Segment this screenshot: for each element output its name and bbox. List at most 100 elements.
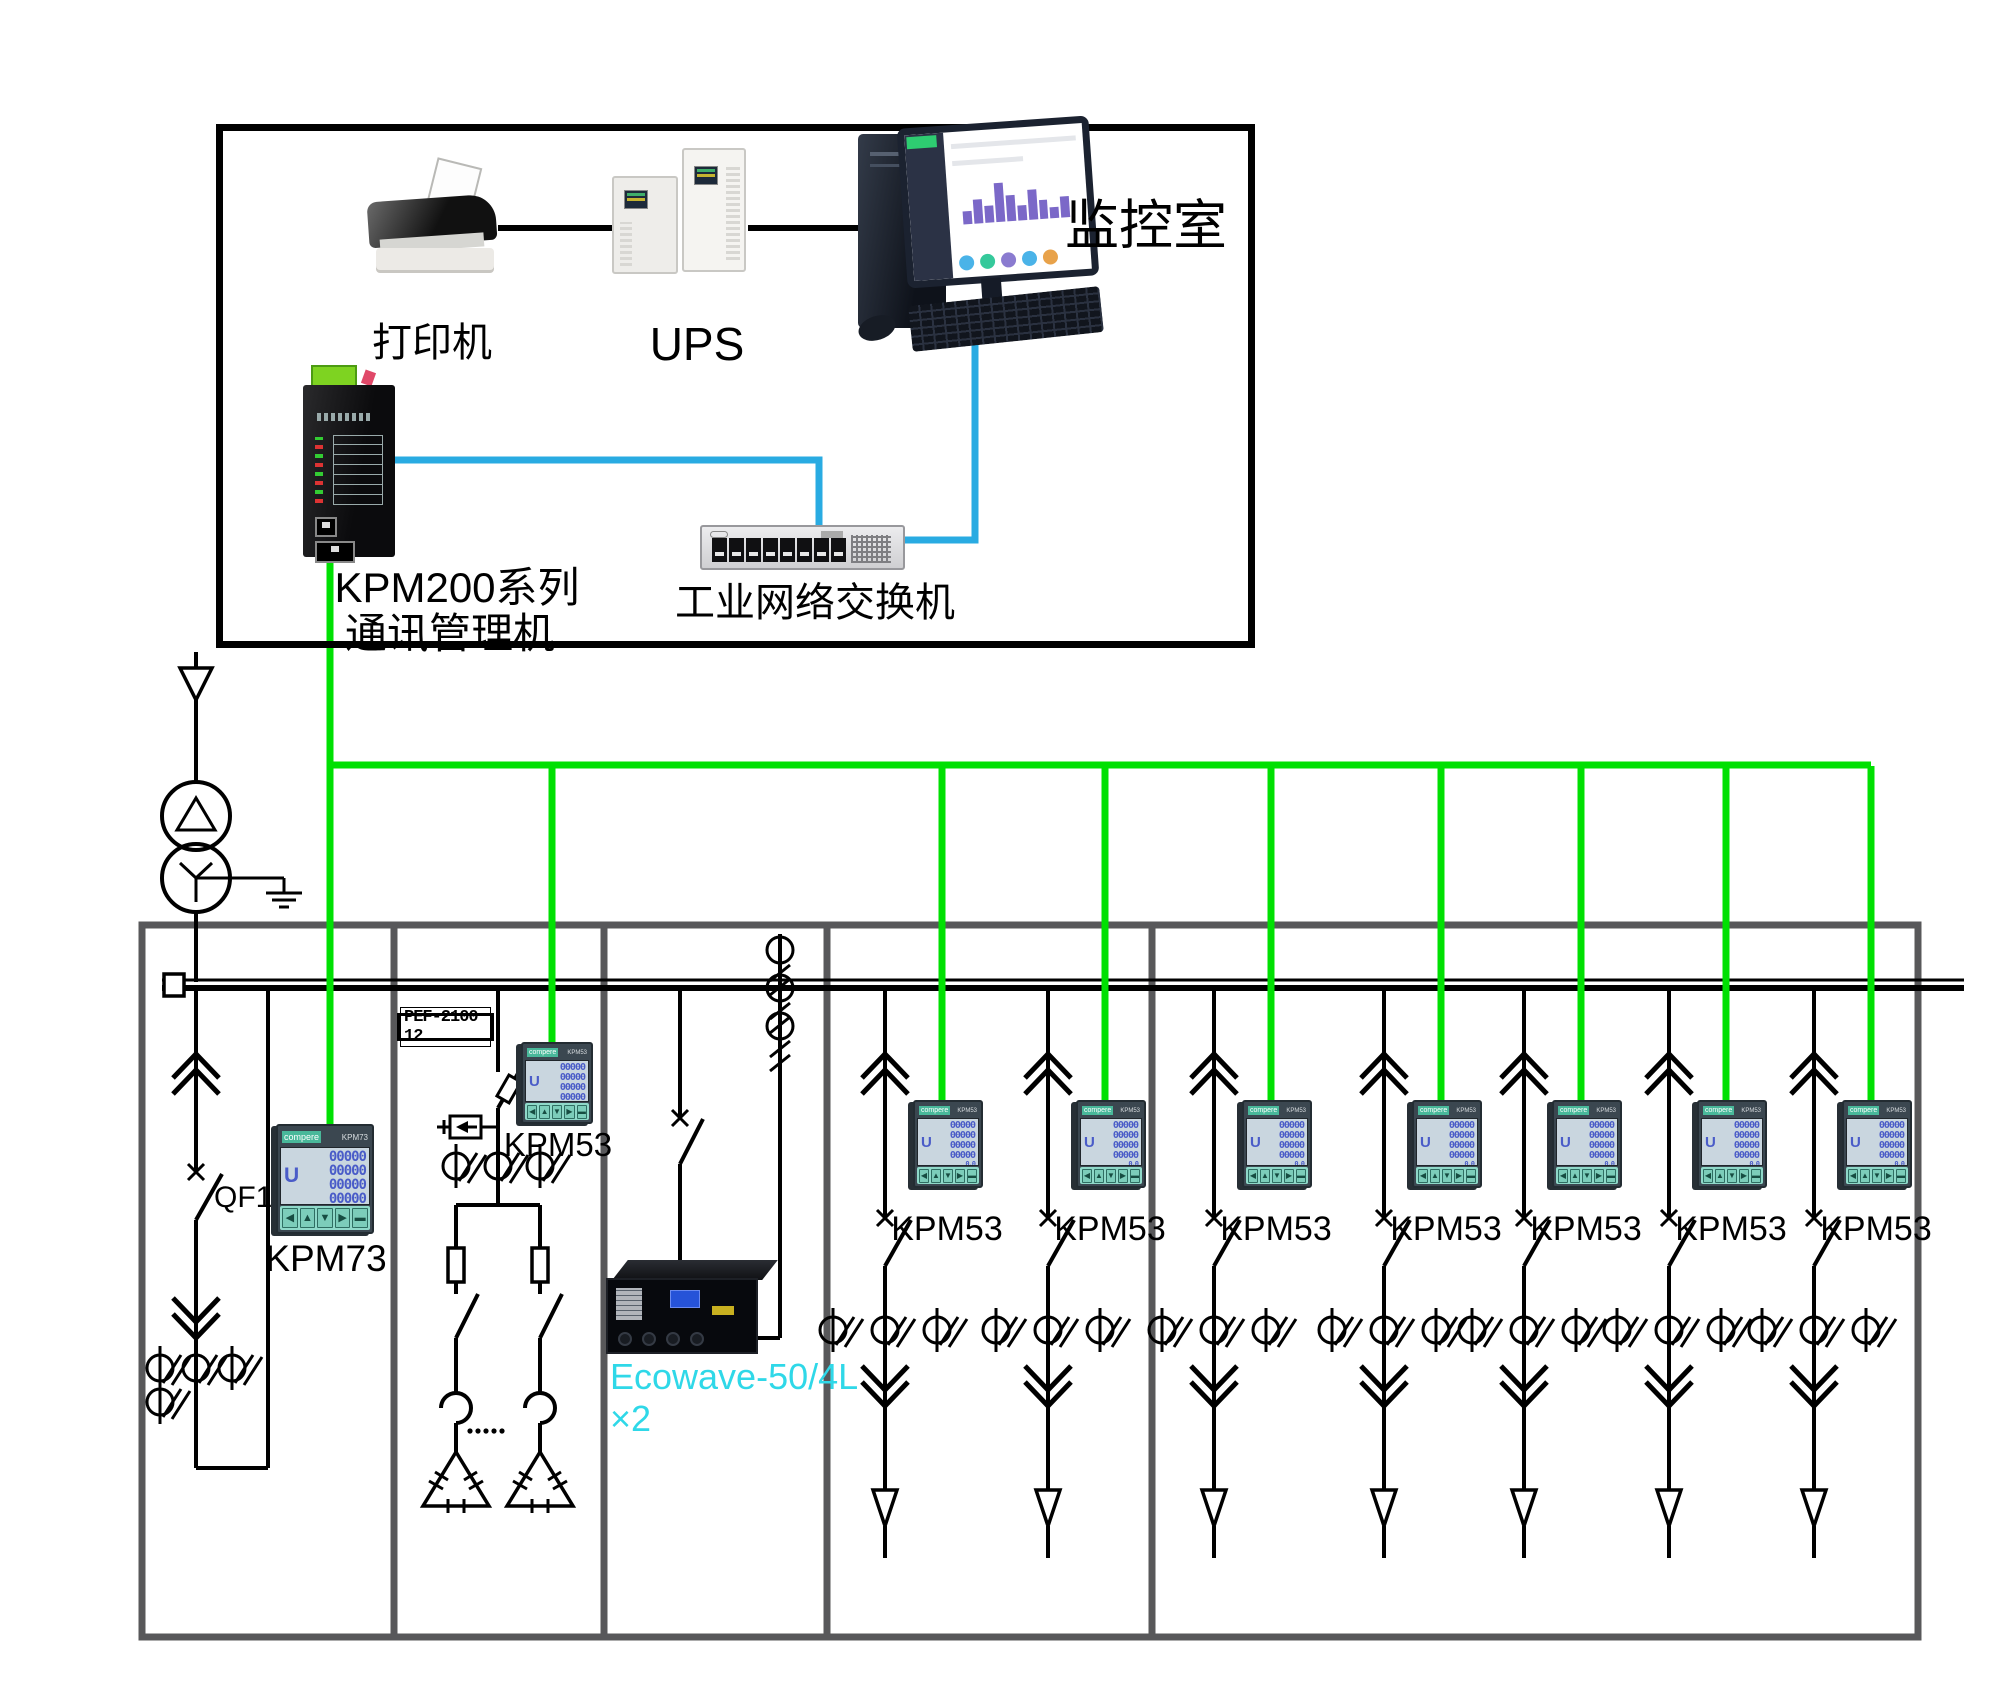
meter-buttons: ◀▲▼▶▬ <box>525 1103 589 1120</box>
meter-buttons: ◀▲▼▶▬ <box>917 1167 979 1184</box>
switch-logo <box>710 531 728 538</box>
meter-button: ▶ <box>1739 1168 1749 1183</box>
meter-brand: compere <box>1558 1106 1590 1115</box>
meter-buttons: ◀▲▼▶▬ <box>1080 1167 1142 1184</box>
meter-button: ▲ <box>1860 1168 1870 1183</box>
meter-buttons: ◀▲▼▶▬ <box>1556 1167 1618 1184</box>
meter-brand: compere <box>1703 1106 1735 1115</box>
meter-button: ▬ <box>1296 1168 1306 1183</box>
meter-button: ▬ <box>1466 1168 1476 1183</box>
ecowave-screen <box>670 1290 700 1308</box>
meter-header: compere KPM53 <box>1416 1104 1478 1117</box>
ups-image <box>612 148 752 280</box>
meter-button: ▬ <box>1751 1168 1761 1183</box>
kpm73-label: KPM73 <box>265 1238 387 1279</box>
meter-button: ▬ <box>1130 1168 1140 1183</box>
meter-button: ▶ <box>1284 1168 1294 1183</box>
ups-tower-small <box>612 176 678 274</box>
meter-volt-symbol: U <box>1705 1133 1716 1151</box>
kpm73-meter: compereKPM73U000000000000000000000.0◀▲▼▶… <box>276 1124 374 1234</box>
meter-volt-symbol: U <box>529 1072 540 1090</box>
meter-brand: compere <box>1082 1106 1114 1115</box>
meter-buttons: ◀▲▼▶▬ <box>1416 1167 1478 1184</box>
meter-sub-digits: 0.0 <box>1604 1160 1615 1166</box>
meter-brand: compere <box>919 1106 951 1115</box>
meter-button: ◀ <box>1082 1168 1092 1183</box>
feeder-2-meter-label: KPM53 <box>1054 1210 1166 1248</box>
meter-button: ▼ <box>1872 1168 1882 1183</box>
meter-button: ▼ <box>1106 1168 1116 1183</box>
meter-buttons: ◀▲▼▶▬ <box>280 1206 370 1230</box>
feeder-7-meter-label: KPM53 <box>1820 1210 1932 1248</box>
meter-button: ▲ <box>1094 1168 1104 1183</box>
meter-button: ▬ <box>1606 1168 1616 1183</box>
ecowave-label-line2: ×2 <box>610 1398 652 1439</box>
printer-image <box>366 157 504 274</box>
ups-tower-large <box>682 148 746 272</box>
meter-button: ▼ <box>551 1104 563 1119</box>
meter-button: ▶ <box>1594 1168 1604 1183</box>
meter-button: ▶ <box>1454 1168 1464 1183</box>
meter-header: compere KPM53 <box>1080 1104 1142 1117</box>
transformer-symbol <box>160 652 302 982</box>
feeder-4-meter-label: KPM53 <box>1390 1210 1502 1248</box>
feeder-6-meter-label: KPM53 <box>1675 1210 1787 1248</box>
feeder-5-meter-label: KPM53 <box>1530 1210 1642 1248</box>
gateway-dual-port <box>315 541 355 563</box>
meter-button: ◀ <box>527 1104 538 1119</box>
incoming-bay-linework <box>145 991 270 1470</box>
ups-label: UPS <box>649 318 745 370</box>
meter-button: ▶ <box>1884 1168 1894 1183</box>
meter-button: ◀ <box>1418 1168 1428 1183</box>
meter-brand: compere <box>527 1048 559 1057</box>
ecowave-filter-image <box>606 1260 778 1354</box>
workstation-image <box>852 115 1108 352</box>
meter-button: ▶ <box>955 1168 965 1183</box>
meter-brand: compere <box>1418 1106 1450 1115</box>
meter-model: KPM53 <box>1596 1107 1616 1114</box>
meter-button: ▼ <box>1727 1168 1737 1183</box>
meter-model: KPM53 <box>1120 1107 1140 1114</box>
filter-bay-linework <box>670 934 795 1340</box>
meter-button: ▲ <box>299 1208 316 1228</box>
gateway-label-table <box>333 435 383 505</box>
meter-header: compere KPM53 <box>525 1046 589 1059</box>
meter-sub-digits: 0.0 <box>1294 1160 1305 1166</box>
meter-model: KPM73 <box>341 1132 368 1142</box>
meter-model: KPM53 <box>957 1107 977 1114</box>
switchgear-cabinets <box>138 921 1922 1641</box>
meter-model: KPM53 <box>567 1049 587 1056</box>
gateway-led-column <box>315 437 323 503</box>
comm-bus-links <box>326 557 1871 1126</box>
ellipsis-dots <box>467 1428 505 1434</box>
meter-model: KPM53 <box>1456 1107 1476 1114</box>
switch-tag <box>821 531 843 538</box>
meter-button: ▼ <box>1442 1168 1452 1183</box>
meter-button: ▲ <box>539 1104 550 1119</box>
meter-sub-digits: 0.0 <box>1464 1160 1475 1166</box>
gateway-body <box>303 385 395 563</box>
meter-sub-digits: 0.0 <box>965 1160 976 1166</box>
meter-button: ▼ <box>1272 1168 1282 1183</box>
ecowave-label-line1: Ecowave-50/4L <box>610 1356 859 1397</box>
meter-sub-digits: 0.0 <box>1128 1160 1139 1166</box>
meter-button: ▬ <box>576 1104 588 1119</box>
compensation-bay-linework <box>419 991 577 1513</box>
